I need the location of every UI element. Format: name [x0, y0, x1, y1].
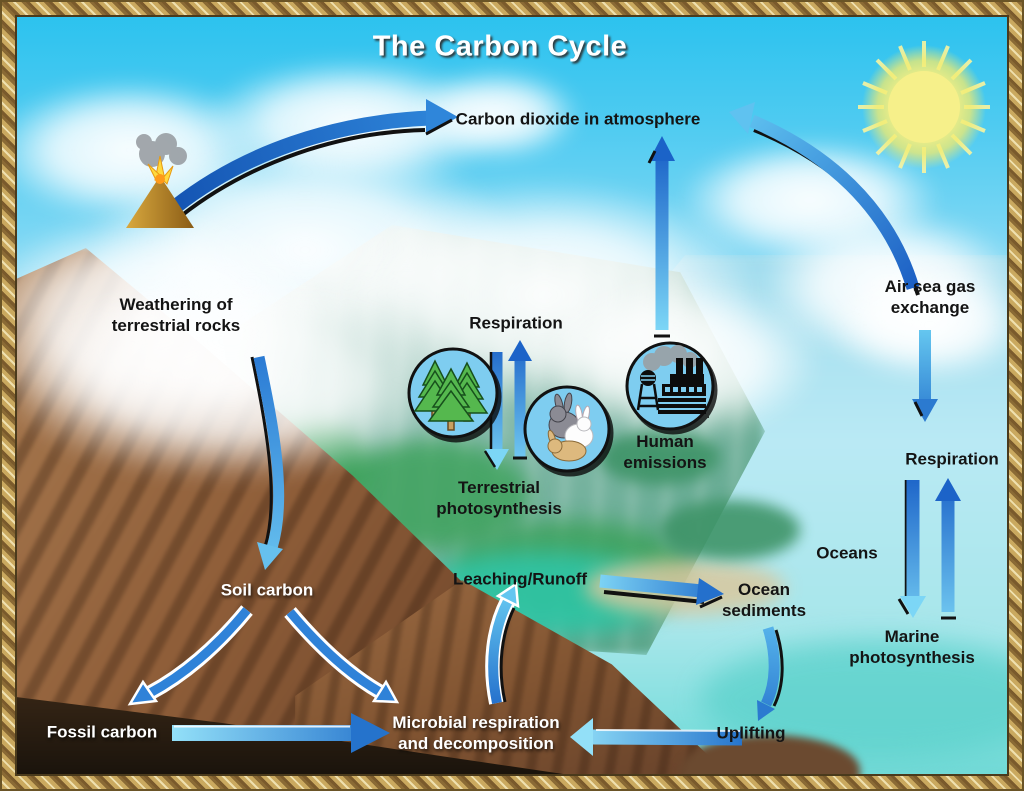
label-ocean-sediments: Ocean sediments: [721, 579, 807, 620]
arrow-photosynthesis-up-marine: [935, 478, 961, 620]
arrow-sediments-to-uplifting: [757, 626, 784, 721]
label-oceans: Oceans: [816, 543, 878, 563]
arrow-weathering-to-soil: [250, 355, 285, 570]
label-soil-carbon: Soil carbon: [220, 580, 314, 600]
label-uplifting: Uplifting: [716, 723, 786, 743]
arrow-microbial-to-leaching: [485, 581, 520, 705]
rabbits-icon: [522, 384, 612, 474]
volcano-icon: [100, 128, 220, 240]
label-marine-photosynthesis: Marine photosynthesis: [849, 626, 975, 667]
label-human-emissions: Human emissions: [623, 431, 707, 472]
label-co2-atmosphere: Carbon dioxide in atmosphere: [455, 109, 701, 129]
label-weathering: Weathering of terrestrial rocks: [111, 294, 241, 335]
sun-icon: [854, 37, 994, 177]
trees-icon: [405, 345, 501, 441]
arrow-human-emissions-to-atmosphere: [647, 136, 675, 338]
label-fossil-carbon: Fossil carbon: [46, 722, 158, 742]
factory-icon: [624, 340, 716, 432]
label-terrestrial-photosynthesis: Terrestrial photosynthesis: [436, 477, 562, 518]
label-respiration-terrestrial: Respiration: [469, 313, 563, 333]
label-leaching-runoff: Leaching/Runoff: [452, 569, 588, 589]
arrow-leaching-to-sediments: [599, 574, 724, 609]
diagram-title: The Carbon Cycle: [372, 30, 628, 63]
label-air-sea-gas-exchange: Air sea gas exchange: [884, 276, 976, 317]
arrow-soil-to-microbial: [284, 607, 400, 704]
label-respiration-marine: Respiration: [905, 449, 999, 469]
arrow-soil-to-fossil: [127, 605, 253, 706]
arrow-airsea-down-to-respiration: [912, 330, 938, 422]
arrow-fossil-to-microbial: [172, 713, 390, 753]
arrow-respiration-down-marine: [897, 480, 926, 618]
label-microbial-respiration: Microbial respiration and decomposition: [392, 712, 560, 753]
